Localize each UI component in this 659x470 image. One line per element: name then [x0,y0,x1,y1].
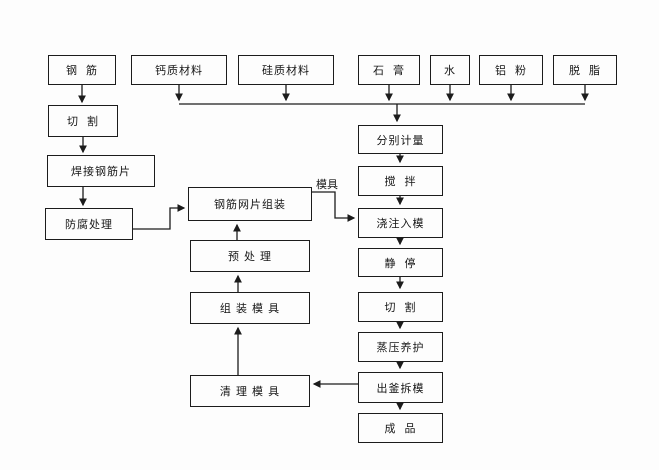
node-welding-mesh: 焊接钢筋片 [47,155,155,187]
node-silicon-material: 硅质材料 [238,55,334,85]
node-gypsum: 石 膏 [358,55,420,85]
node-degrease: 脱 脂 [553,55,617,85]
node-finished-product: 成 品 [358,413,443,443]
node-measuring: 分别计量 [358,125,443,154]
node-anticorrosion: 防腐处理 [45,208,133,240]
node-mesh-assembly: 钢筋网片组装 [188,187,312,221]
node-cutting: 切 割 [358,292,443,322]
node-aluminum-powder: 铝 粉 [479,55,543,85]
node-pretreatment: 预 处 理 [190,240,310,272]
node-mixing: 搅 拌 [358,166,443,196]
node-resting: 静 停 [358,248,443,277]
node-steel-bar: 钢 筋 [48,55,116,85]
node-assemble-mold: 组 装 模 具 [190,292,310,324]
node-steel-cutting: 切 割 [48,105,118,137]
node-clean-mold: 清 理 模 具 [190,375,310,407]
node-demolding: 出釜拆模 [358,372,443,403]
mold-connector-label: 模具 [316,179,338,191]
node-calcium-material: 钙质材料 [131,55,227,85]
node-pouring: 浇注入模 [358,208,443,238]
node-water: 水 [430,55,470,85]
node-autoclave-curing: 蒸压养护 [358,332,443,362]
